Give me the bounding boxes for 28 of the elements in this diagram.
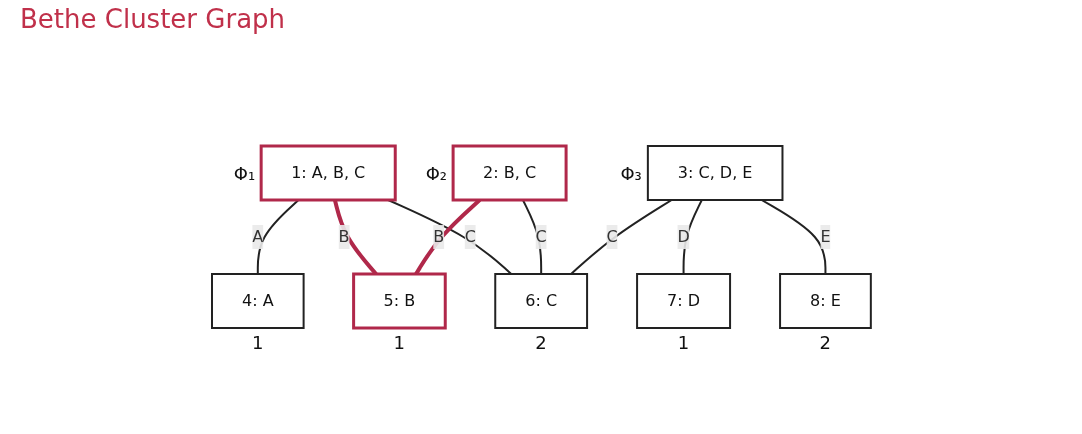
node-annotation: 1 — [251, 332, 264, 353]
edge-label: B — [432, 227, 444, 246]
node-annotation: 1 — [393, 332, 405, 353]
edge-label: A — [251, 227, 263, 246]
node-box: 1: A, B, C — [259, 144, 397, 202]
node-box: 3: C, D, E — [646, 145, 784, 201]
node-box: 6: C — [493, 273, 588, 329]
node-box: 4: A — [210, 273, 305, 329]
node-box: 7: D — [635, 273, 731, 329]
node-annotation: 2 — [819, 332, 831, 353]
node-annotation: 2 — [535, 332, 547, 353]
diagram-title: Bethe Cluster Graph — [19, 3, 287, 36]
node-annotation: Φ₃ — [620, 162, 642, 184]
edge-label: D — [676, 227, 690, 246]
connector — [682, 199, 703, 275]
node-annotation: 1 — [677, 332, 690, 353]
connector — [569, 199, 673, 275]
edge-label: C — [535, 227, 547, 246]
node-annotation: Φ₂ — [425, 162, 448, 184]
connector — [760, 199, 826, 275]
node-box: 2: B, C — [451, 144, 568, 202]
node-annotation: Φ₁ — [233, 162, 256, 184]
edge-label: B — [338, 227, 350, 246]
node-box: 8: E — [778, 273, 872, 329]
node-box: 5: B — [351, 272, 447, 330]
edge-label: C — [464, 227, 476, 246]
edge-label: C — [606, 227, 618, 246]
edge-label: E — [819, 227, 831, 246]
